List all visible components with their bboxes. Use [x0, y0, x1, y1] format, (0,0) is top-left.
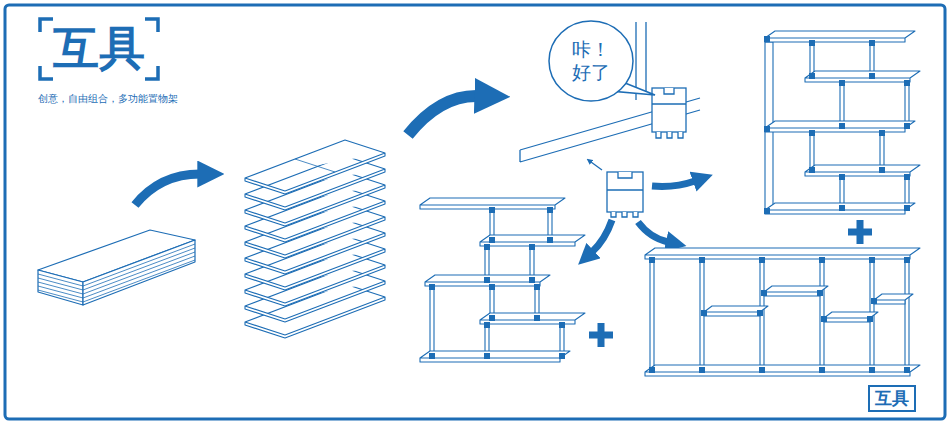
flow-arrow [135, 174, 200, 205]
logo-bracket [40, 19, 158, 79]
brand-badge: 互具 [868, 385, 916, 412]
text-holder: 互具 [875, 389, 909, 408]
board-line [295, 159, 335, 172]
shelf-board [480, 313, 585, 324]
text-holder: 咔！ 好了 [569, 38, 613, 84]
plus-sign [589, 323, 613, 347]
shelf-board [645, 365, 920, 376]
flow-arrow [652, 181, 695, 186]
slogan: 创意，自由组合，多功能置物架 [38, 94, 178, 104]
flat-pack [38, 230, 195, 305]
shelf-panel [650, 259, 909, 372]
flow-arrow [592, 220, 612, 252]
page-frame [5, 5, 945, 419]
brand-logo: 互具 [53, 25, 145, 71]
small-arrow [591, 162, 602, 170]
badge-text: 互具 [875, 389, 909, 408]
connector-teeth [652, 88, 686, 138]
speech-bubble: 咔！ 好了 [548, 20, 634, 102]
shelf-b [764, 31, 920, 214]
flow-arrow [408, 96, 478, 135]
shelf-board [874, 294, 913, 304]
board-stack [245, 140, 385, 338]
flow-arrow [638, 222, 668, 242]
shelf-board [805, 165, 920, 176]
connector-dot [649, 257, 910, 373]
pack-layers [38, 244, 195, 302]
plus-sign [848, 220, 872, 244]
shelf-board [645, 248, 920, 259]
connector-dot [764, 36, 910, 214]
connector-teeth [607, 172, 643, 217]
shelf-board [765, 31, 915, 42]
shelf-board [805, 71, 920, 82]
pack-side [83, 240, 195, 305]
bubble-shape [549, 21, 633, 101]
shelf-a [420, 198, 585, 362]
shelf-c [645, 248, 920, 376]
joint-detail [520, 22, 700, 162]
shelf-board [420, 351, 570, 362]
connector-dot [429, 207, 565, 359]
board [245, 140, 385, 194]
bubble-text: 咔！ 好了 [569, 38, 613, 84]
loose-connector [591, 162, 643, 217]
